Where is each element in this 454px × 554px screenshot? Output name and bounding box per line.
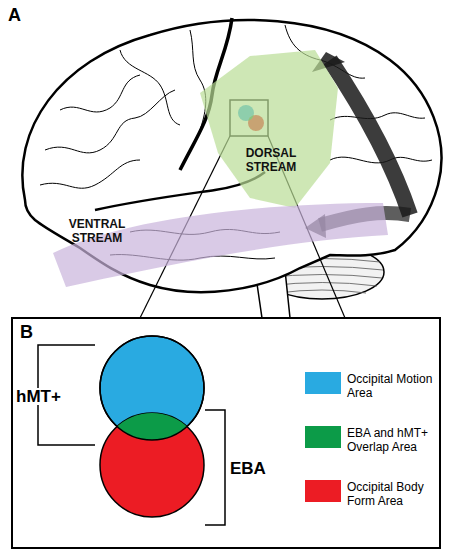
legend-item: EBA and hMT+ Overlap Area [305,426,445,466]
bracket [205,410,225,525]
overlap-area [100,413,204,517]
stream-label: DORSAL STREAM [240,146,302,174]
region-fill [53,203,388,287]
legend-swatch [305,480,341,502]
stream-region: VENTRAL STREAM [48,195,393,295]
panel-letter: B [20,323,33,341]
legend-text: EBA and hMT+ Overlap Area [347,426,442,454]
motion-area-outline [100,336,204,440]
stream-label: VENTRAL STREAM [64,217,130,245]
legend-item: Occipital Body Form Area [305,480,445,520]
legend-swatch [305,426,341,448]
region-shape [48,195,393,295]
brain-outline [22,20,441,292]
legend-item: Occipital Motion Area [305,372,445,412]
legend-swatch [305,372,341,394]
panel-letter: A [8,6,21,24]
legend-text: Occipital Motion Area [347,372,442,400]
region-label: hMT+ [16,388,61,405]
region-fill [200,50,338,208]
region-shape [190,48,340,213]
dorsal-arrow [330,60,410,215]
body-area-circle [100,413,204,517]
stream-region: DORSAL STREAM [190,48,340,213]
region-label: EBA [230,460,266,477]
legend-text: Occipital Body Form Area [347,480,442,508]
